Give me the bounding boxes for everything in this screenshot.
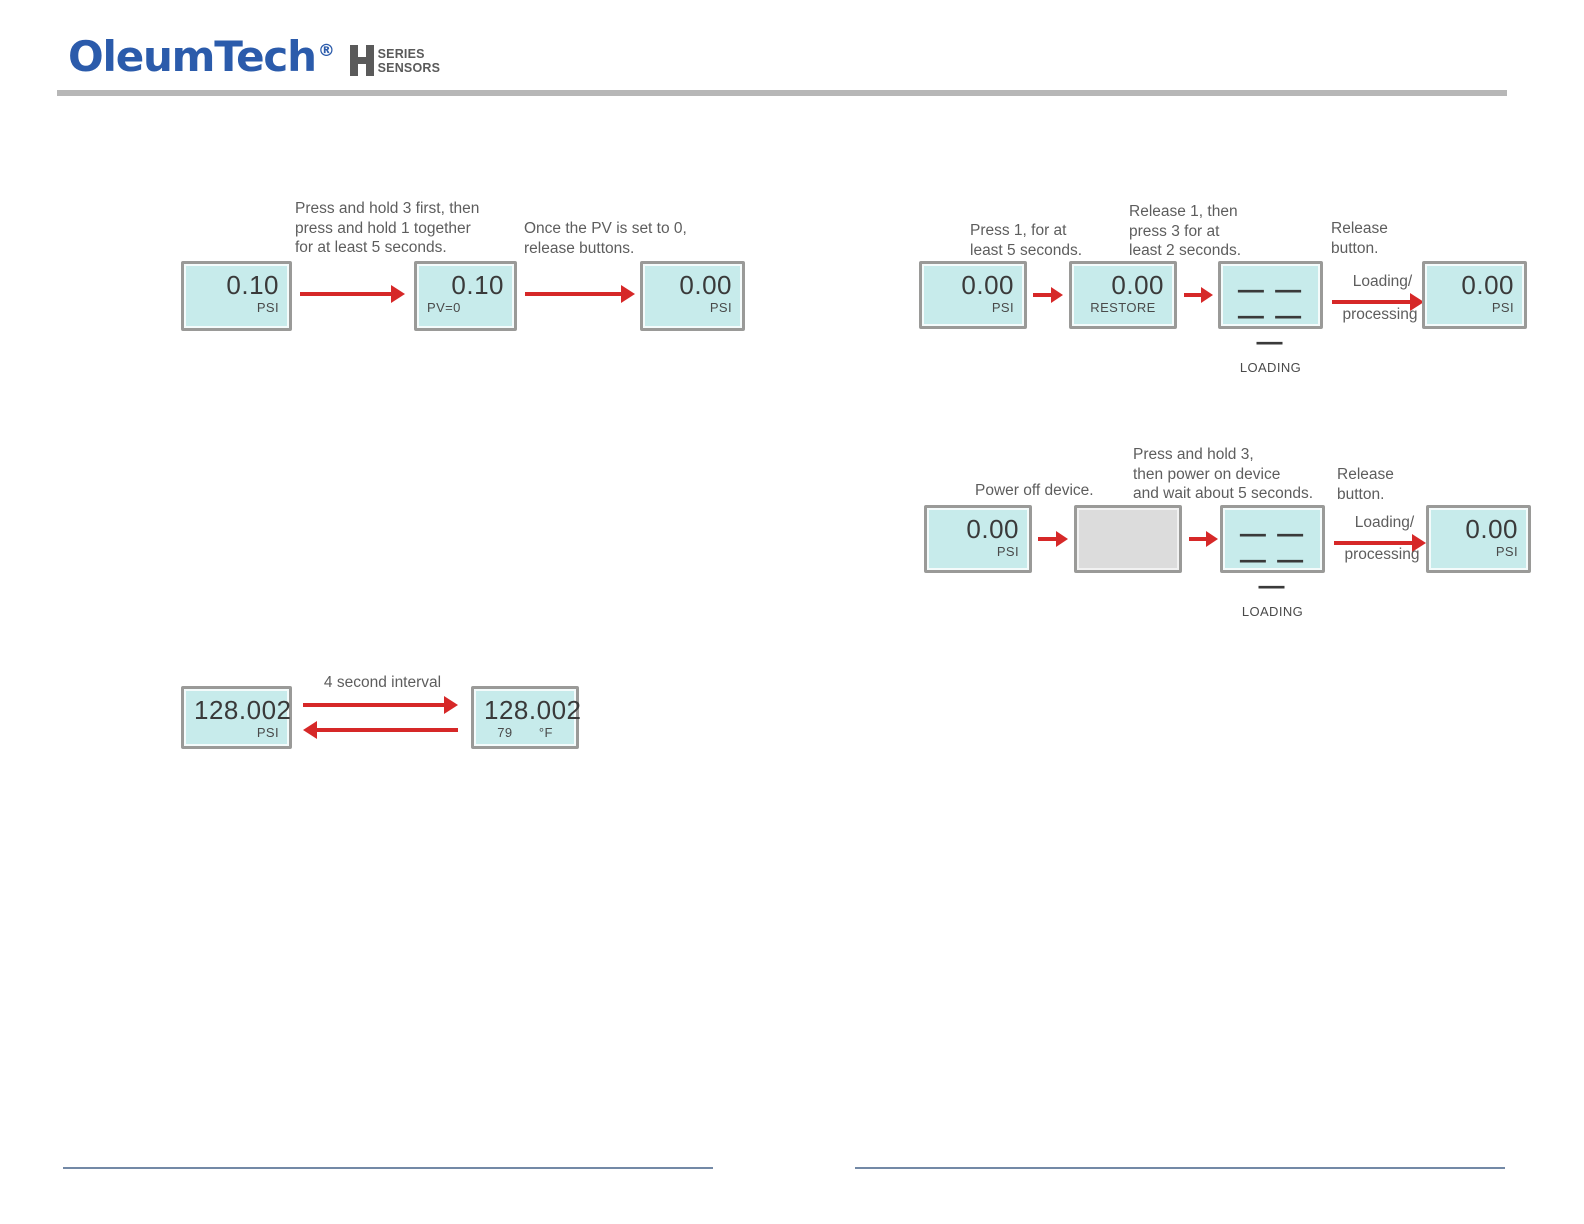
footer-divider-right [855, 1167, 1505, 1169]
arrow-shaft [300, 292, 391, 296]
arrow-shaft [525, 292, 621, 296]
arrow-label-loading-bottom-2: processing [1344, 546, 1420, 563]
arrow-head [1412, 534, 1426, 552]
arrow-head [444, 696, 458, 714]
arrow-power-1 [1038, 531, 1068, 547]
display-mode: LOADING [1239, 360, 1302, 375]
registered-trademark-icon: ® [317, 41, 335, 61]
h-crossbar [349, 57, 374, 64]
display-mode: LOADING [1241, 604, 1304, 619]
arrow-head [1201, 287, 1213, 303]
arrow-zero-pv-1 [300, 285, 405, 303]
arrow-shaft [317, 728, 458, 732]
display-power-4: 0.00 PSI [1426, 505, 1531, 573]
display-unit: PSI [996, 544, 1019, 559]
page-header: OleumTech® SERIES SENSORS [0, 0, 1584, 100]
caption-power-step1: Power off device. [975, 482, 1094, 499]
arrow-label-loading-bottom: processing [1342, 306, 1418, 323]
display-toggle-psi: 128.002 PSI [181, 686, 292, 749]
caption-zero-pv-step2: Once the PV is set to 0, release buttons… [524, 220, 687, 257]
display-unit: PV=0 [427, 300, 461, 315]
caption-restore-step3: Release button. [1331, 220, 1388, 257]
display-temp-row: 79 °F [484, 725, 566, 740]
arrow-shaft [1334, 541, 1412, 545]
display-zero-pv-1: 0.10 PSI [181, 261, 292, 331]
arrow-head [303, 721, 317, 739]
display-value: 0.10 [226, 270, 279, 300]
arrow-zero-pv-2 [525, 285, 635, 303]
display-temp-value: 79 [497, 725, 513, 740]
brand-wordmark: OleumTech® [68, 36, 335, 78]
display-toggle-temp: 128.002 79 °F [471, 686, 582, 749]
arrow-shaft [303, 703, 444, 707]
display-restore-2: 0.00 RESTORE [1069, 261, 1177, 329]
arrow-power-3 [1334, 534, 1426, 552]
display-value: 128.002 [484, 695, 582, 725]
display-loading-dashes: — — — — — [1239, 518, 1306, 600]
caption-restore-step2: Release 1, then press 3 for at least 2 s… [1129, 203, 1242, 259]
series-line-2: SENSORS [377, 60, 441, 75]
display-value: 128.002 [194, 695, 292, 725]
arrow-shaft [1184, 293, 1201, 297]
letter-h-icon [349, 45, 374, 76]
display-value: 0.00 [966, 514, 1019, 544]
arrow-label-loading-top: Loading/ [1352, 273, 1413, 290]
display-unit: PSI [256, 300, 279, 315]
caption-restore-step1: Press 1, for at least 5 seconds. [970, 222, 1083, 259]
h-series-mark: SERIES SENSORS [349, 45, 441, 76]
display-power-1: 0.00 PSI [924, 505, 1032, 573]
display-restore-3-loading: — — — — — LOADING [1218, 261, 1323, 375]
oleumtech-logo: OleumTech® SERIES SENSORS [68, 36, 440, 78]
arrow-head [1206, 531, 1218, 547]
arrow-head [1056, 531, 1068, 547]
caption-power-step2: Press and hold 3, then power on device a… [1133, 446, 1314, 502]
header-divider [57, 90, 1507, 96]
arrow-power-2 [1189, 531, 1218, 547]
display-restore-1: 0.00 PSI [919, 261, 1027, 329]
arrow-head [1410, 293, 1424, 311]
display-value: 0.10 [451, 270, 504, 300]
display-unit: PSI [1491, 300, 1514, 315]
arrow-label-loading-top-2: Loading/ [1354, 514, 1415, 531]
display-value: 0.00 [961, 270, 1014, 300]
display-unit: PSI [1495, 544, 1518, 559]
display-value: 0.00 [679, 270, 732, 300]
display-temp-unit: °F [538, 725, 553, 740]
arrow-restore-1 [1033, 287, 1063, 303]
arrow-shaft [1038, 537, 1056, 541]
display-value: 0.00 [1111, 270, 1164, 300]
display-zero-pv-2: 0.10 PV=0 [414, 261, 517, 331]
display-value: 0.00 [1465, 514, 1518, 544]
display-value: 0.00 [1461, 270, 1514, 300]
display-unit: PSI [256, 725, 279, 740]
arrow-head [621, 285, 635, 303]
footer-divider-left [63, 1167, 713, 1169]
brand-name: OleumTech [68, 32, 317, 81]
arrow-head [1051, 287, 1063, 303]
display-power-2-off [1074, 505, 1182, 573]
series-sensors-label: SERIES SENSORS [378, 47, 441, 75]
arrow-toggle-forward [303, 696, 458, 714]
caption-zero-pv-step1: Press and hold 3 first, then press and h… [295, 200, 480, 256]
display-loading-dashes: — — — — — [1237, 274, 1304, 356]
caption-power-step3: Release button. [1337, 466, 1394, 503]
interval-label: 4 second interval [323, 674, 442, 691]
display-mode: RESTORE [1090, 300, 1156, 315]
display-zero-pv-3: 0.00 PSI [640, 261, 745, 331]
arrow-head [391, 285, 405, 303]
arrow-shaft [1332, 300, 1410, 304]
arrow-restore-3 [1332, 293, 1424, 311]
display-restore-4: 0.00 PSI [1422, 261, 1527, 329]
display-unit: PSI [709, 300, 732, 315]
arrow-shaft [1033, 293, 1051, 297]
arrow-toggle-back [303, 721, 458, 739]
arrow-restore-2 [1184, 287, 1213, 303]
arrow-shaft [1189, 537, 1206, 541]
display-power-3-loading: — — — — — LOADING [1220, 505, 1325, 619]
display-unit: PSI [991, 300, 1014, 315]
series-line-1: SERIES [377, 46, 425, 61]
